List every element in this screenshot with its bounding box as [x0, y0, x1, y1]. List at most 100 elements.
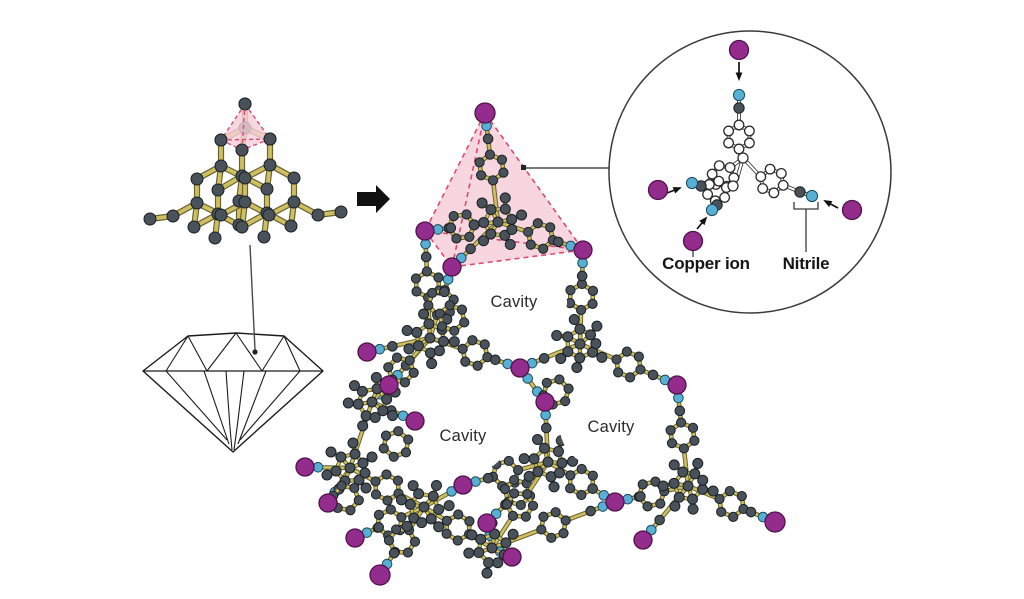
carbon-atom [420, 251, 432, 263]
carbon-atom [263, 158, 277, 172]
ring-atom [706, 168, 718, 180]
carbon-atom [682, 480, 694, 492]
carbon-atom [424, 347, 436, 359]
carbon-atom [560, 515, 571, 526]
carbon-atom [585, 505, 596, 517]
carbon-atom [576, 270, 588, 282]
carbon-atom [689, 468, 701, 480]
carbon-atom [433, 503, 445, 515]
copper-ion-sphere [405, 411, 425, 431]
carbon-atom [546, 532, 557, 543]
ring-atom [713, 175, 725, 187]
carbon-atom [625, 372, 636, 383]
carbon-atom [441, 515, 452, 526]
copper-ion-sphere [369, 564, 391, 586]
carbon-atom [527, 500, 539, 511]
carbon-atom [284, 219, 298, 233]
carbon-atom [404, 355, 415, 366]
carbon-atom [587, 483, 598, 494]
carbon-atom [403, 434, 414, 445]
carbon-atom [387, 410, 399, 422]
copper-ion-sphere [605, 492, 625, 512]
copper-ion-sphere [415, 221, 435, 241]
carbon-atom [344, 462, 356, 474]
ring-atom [723, 137, 735, 149]
carbon-atom [554, 374, 565, 385]
carbon-atom [745, 506, 757, 518]
carbon-atom [613, 367, 624, 378]
carbon-atom [611, 354, 622, 365]
carbon-atom [373, 509, 385, 520]
carbon-atom [478, 235, 490, 247]
carbon-atom [260, 182, 274, 196]
carbon-atom [654, 514, 665, 526]
carbon-atom [383, 535, 395, 546]
carbon-atom [674, 405, 686, 417]
carbon-atom [538, 353, 550, 364]
carbon-atom [675, 417, 687, 428]
carbon-atom [370, 476, 381, 487]
carbon-atom [425, 513, 437, 525]
carbon-atom [443, 500, 455, 512]
carbon-atom [395, 494, 407, 506]
carbon-atom [424, 332, 436, 344]
carbon-atom [482, 133, 494, 145]
ring-atom [755, 171, 767, 183]
carbon-atom [411, 326, 423, 338]
copper-ion-sphere [841, 199, 863, 221]
copper-ion-sphere [318, 493, 338, 513]
carbon-atom [520, 511, 531, 522]
diamond-lattice [143, 97, 348, 245]
carbon-atom [621, 346, 632, 357]
carbon-atom [556, 457, 568, 469]
carbon-atom [485, 228, 497, 240]
ring-atom [764, 163, 776, 175]
carbon-atom [451, 233, 462, 244]
carbon-atom [444, 300, 455, 311]
cavity-opening [467, 264, 567, 340]
carbon-atom [476, 197, 488, 209]
carbon-atom [433, 345, 445, 357]
carbon-atom [456, 304, 468, 315]
carbon-atom [563, 383, 574, 394]
carbon-atom [459, 317, 470, 328]
carbon-atom [473, 547, 485, 559]
carbon-atom [377, 405, 389, 417]
carbon-atom [357, 457, 369, 469]
carbon-atom [482, 472, 494, 484]
carbon-atom [369, 411, 381, 423]
ring-atom [723, 125, 735, 137]
carbon-atom [262, 208, 276, 222]
carbon-atom [555, 352, 567, 364]
copper-ion-sphere [379, 375, 399, 395]
carbon-atom [635, 364, 646, 375]
carbon-atom [553, 236, 564, 248]
carbon-atom [335, 451, 347, 463]
carbon-atom [525, 239, 536, 250]
ring-atom [719, 191, 731, 203]
carbon-atom [391, 352, 403, 363]
carbon-atom [728, 511, 739, 522]
carbon-atom [504, 238, 516, 250]
carbon-atom [436, 321, 448, 332]
ring-atom [702, 188, 714, 200]
carbon-atom [385, 504, 396, 515]
carbon-atom [381, 393, 393, 405]
carbon-atom [325, 446, 337, 458]
carbon-atom [348, 380, 360, 392]
carbon-atom [353, 474, 365, 486]
carbon-atom [238, 195, 252, 209]
carbon-atom [485, 204, 497, 216]
gem-drawing [142, 332, 324, 453]
carbon-atom [538, 243, 549, 254]
carbon-atom [565, 285, 576, 296]
carbon-atom [214, 208, 228, 222]
carbon-atom [434, 308, 445, 319]
carbon-atom [528, 453, 540, 465]
copper-ion-sphere [682, 230, 704, 252]
carbon-atom [558, 528, 569, 539]
copper-ion-sphere [728, 39, 750, 61]
carbon-atom [540, 422, 552, 434]
carbon-atom [187, 220, 201, 234]
carbon-atom [587, 470, 598, 481]
